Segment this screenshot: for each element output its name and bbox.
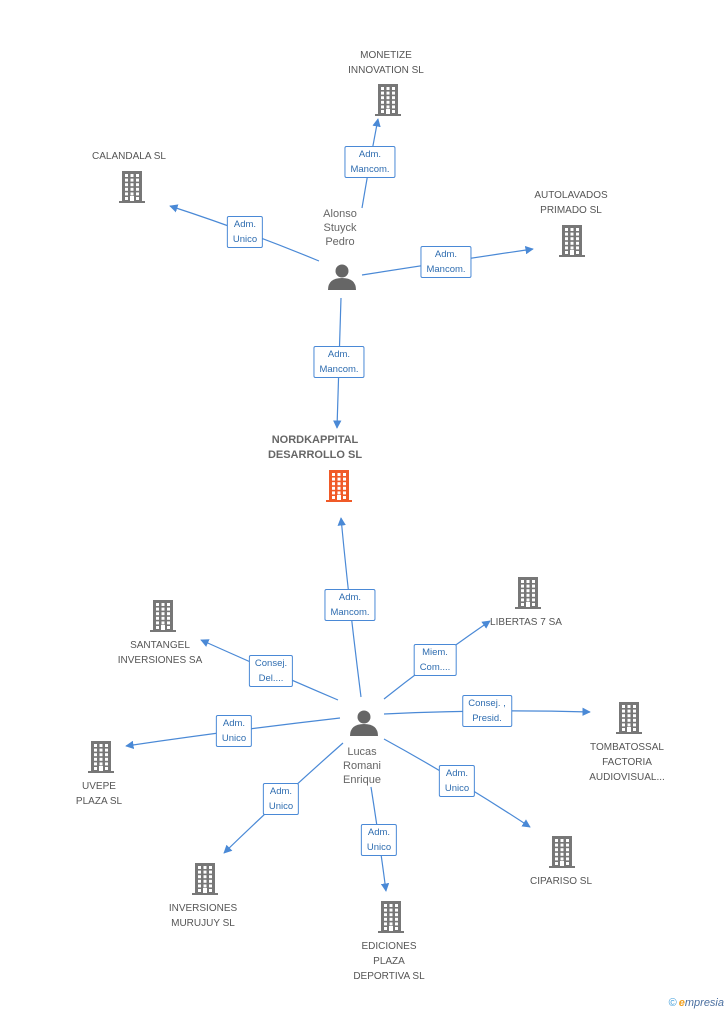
node-label-main[interactable]: NORDKAPPITAL DESARROLLO SL: [268, 433, 362, 463]
node-label-line: INNOVATION SL: [348, 65, 424, 76]
edge-label-line: Mancom.: [330, 607, 370, 618]
edge-label-line: Consej.: [254, 658, 288, 669]
node-label-line: NORDKAPPITAL: [271, 434, 359, 446]
edge-label-line: Adm.: [222, 718, 246, 729]
node-label-line: UVEPE: [82, 781, 116, 792]
brand-logo-e: e: [678, 997, 685, 1009]
node-label-line: DESARROLLO SL: [267, 449, 363, 461]
edge-label-line: Unico: [366, 842, 392, 853]
empresia-footer: ©empresia: [669, 997, 724, 1009]
edge-label-alonso-to-monetize[interactable]: Adm. Mancom.: [344, 146, 396, 178]
edge-label-line: Com....: [419, 662, 451, 673]
node-label-line: SANTANGEL: [130, 640, 190, 651]
node-label-line: INVERSIONES SA: [117, 655, 203, 666]
building-icon[interactable]: [549, 836, 575, 868]
node-label-calandala[interactable]: CALANDALA SL: [92, 149, 166, 164]
node-label-line: DEPORTIVA SL: [353, 971, 425, 982]
edge-label-line: Adm.: [445, 768, 469, 779]
person-icon[interactable]: [350, 710, 378, 737]
edge-label-lucas-to-main[interactable]: Adm. Mancom.: [324, 589, 376, 621]
edge-label-line: Consej. ,: [468, 698, 506, 709]
node-label-line: Romani: [343, 760, 381, 772]
node-label-santangel[interactable]: SANTANGEL INVERSIONES SA: [118, 638, 202, 668]
node-label-cipariso[interactable]: CIPARISO SL: [530, 874, 592, 889]
node-label-autolavados[interactable]: AUTOLAVADOS PRIMADO SL: [534, 188, 607, 218]
node-label-ediciones[interactable]: EDICIONES PLAZA DEPORTIVA SL: [353, 939, 424, 984]
node-label-line: Pedro: [325, 236, 355, 248]
building-icon[interactable]: [375, 84, 401, 116]
edge-label-line: Mancom.: [350, 164, 390, 175]
node-label-line: INVERSIONES: [168, 903, 238, 914]
edge-label-lucas-to-tombatossal[interactable]: Consej. , Presid.: [462, 695, 512, 727]
node-label-uvepe[interactable]: UVEPE PLAZA SL: [76, 779, 122, 809]
node-label-line: FACTORIA: [602, 757, 652, 768]
edge-label-line: Mancom.: [426, 264, 466, 275]
building-icon[interactable]: [192, 863, 218, 895]
edge-label-line: Unico: [232, 234, 258, 245]
edge-label-line: Adm.: [233, 219, 257, 230]
edge-label-line: Adm.: [367, 827, 391, 838]
node-label-line: Stuyck: [323, 222, 357, 234]
node-label-line: PLAZA: [373, 956, 405, 967]
building-icon[interactable]: [515, 577, 541, 609]
node-label-line: MONETIZE: [360, 50, 412, 61]
edge-label-lucas-to-cipariso[interactable]: Adm. Unico: [438, 765, 476, 797]
edge-label-alonso-to-calandala[interactable]: Adm. Unico: [226, 216, 264, 248]
edge-label-line: Miem.: [422, 647, 448, 658]
node-label-line: Alonso: [323, 208, 357, 220]
building-icon[interactable]: [150, 600, 176, 632]
node-label-line: CALANDALA SL: [92, 151, 166, 162]
building-icon[interactable]: [378, 901, 404, 933]
edge-label-lucas-to-uvepe[interactable]: Adm. Unico: [215, 715, 253, 747]
node-label-line: EDICIONES: [361, 941, 417, 952]
person-icon[interactable]: [328, 264, 356, 291]
edge-label-line: Presid.: [472, 713, 502, 724]
edge-label-lucas-to-santangel[interactable]: Consej. Del....: [248, 655, 294, 687]
node-label-line: AUTOLAVADOS: [534, 190, 608, 201]
node-label-tombatossal[interactable]: TOMBATOSSAL FACTORIA AUDIOVISUAL...: [589, 740, 665, 785]
edge-label-alonso-to-main[interactable]: Adm. Mancom.: [313, 346, 365, 378]
edge-label-line: Adm.: [338, 592, 362, 603]
copyright-icon: ©: [668, 997, 677, 1009]
edge-label-line: Adm.: [434, 249, 458, 260]
edge-label-line: Del....: [258, 673, 284, 684]
brand-logo-text: mpresia: [684, 997, 724, 1009]
building-icon[interactable]: [88, 741, 114, 773]
node-label-line: CIPARISO SL: [529, 876, 593, 887]
edge-label-line: Adm.: [358, 149, 382, 160]
node-label-line: PRIMADO SL: [540, 205, 602, 216]
edge-label-alonso-to-autolavados[interactable]: Adm. Mancom.: [420, 246, 472, 278]
node-label-line: MURUJUY SL: [171, 918, 235, 929]
edge-label-line: Adm.: [327, 349, 351, 360]
building-icon[interactable]: [559, 225, 585, 257]
edge-label-line: Unico: [444, 783, 470, 794]
node-label-line: PLAZA SL: [75, 796, 123, 807]
building-icon[interactable]: [616, 702, 642, 734]
building-icon[interactable]: [119, 171, 145, 203]
node-label-monetize[interactable]: MONETIZE INNOVATION SL: [348, 48, 424, 78]
node-label-line: LIBERTAS 7 SA: [490, 617, 562, 628]
edge-label-lucas-to-murujuy[interactable]: Adm. Unico: [262, 783, 300, 815]
edge-label-line: Unico: [268, 801, 294, 812]
node-label-murujuy[interactable]: INVERSIONES MURUJUY SL: [169, 901, 237, 931]
edge-label-line: Unico: [221, 733, 247, 744]
node-label-line: AUDIOVISUAL...: [589, 772, 665, 783]
node-label-line: TOMBATOSSAL: [590, 742, 664, 753]
node-label-line: Enrique: [343, 774, 381, 786]
edge-label-lucas-to-ediciones[interactable]: Adm. Unico: [360, 824, 398, 856]
edge-label-line: Mancom.: [319, 364, 359, 375]
building-icon[interactable]: [326, 470, 352, 502]
edge-label-lucas-to-libertas[interactable]: Miem. Com....: [413, 644, 457, 676]
node-label-line: Lucas: [347, 746, 377, 758]
edge-label-line: Adm.: [269, 786, 293, 797]
node-label-libertas[interactable]: LIBERTAS 7 SA: [490, 615, 562, 630]
